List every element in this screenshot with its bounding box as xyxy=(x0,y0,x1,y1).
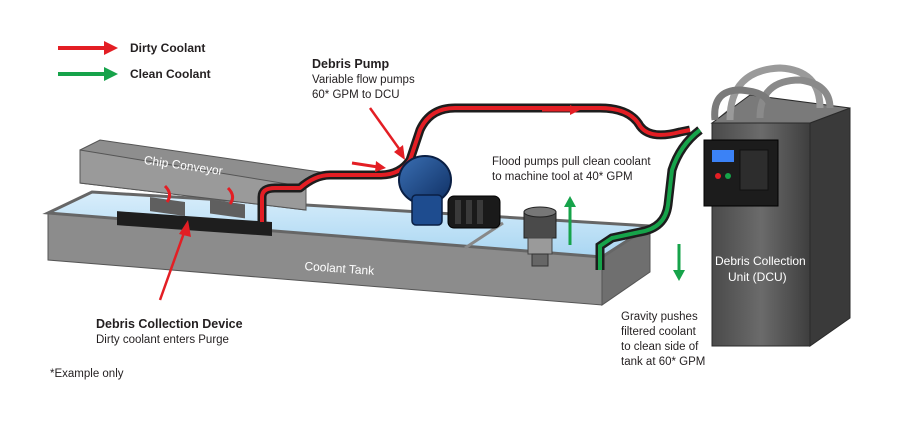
dirty-flow-arrow-icon-top xyxy=(542,105,580,115)
gravity-callout-line1: Gravity pushes xyxy=(621,311,698,323)
clean-flow-arrow-up-icon xyxy=(564,196,576,245)
legend-clean-coolant-label: Clean Coolant xyxy=(130,67,211,81)
red-indicator-icon xyxy=(715,173,721,179)
dirty-coolant-arrow-icon xyxy=(58,41,118,55)
clean-flow-arrow-down-icon xyxy=(673,244,685,281)
dcu-label-line1: Debris Collection xyxy=(715,254,806,268)
dcu-label-line2: Unit (DCU) xyxy=(728,270,787,284)
clean-coolant-pipe-fill xyxy=(598,128,702,270)
conveyor-slot-1 xyxy=(150,197,185,217)
flow-arrows xyxy=(351,105,685,281)
tank-water xyxy=(48,192,650,257)
debris-pump-line1: Variable flow pumps xyxy=(312,74,415,86)
collection-device-line1: Dirty coolant enters Purge xyxy=(96,334,229,346)
debris-collection-device xyxy=(117,211,272,237)
footnote: *Example only xyxy=(50,368,124,380)
flood-callout-line2: to machine tool at 40* GPM xyxy=(492,171,633,183)
gravity-callout-line4: tank at 60* GPM xyxy=(621,356,706,368)
flood-pump xyxy=(523,206,557,267)
collection-device-title: Debris Collection Device xyxy=(96,317,243,331)
legend xyxy=(58,41,118,81)
pointer-arrow-debris-pump xyxy=(368,107,405,160)
dcu-hose-3 xyxy=(711,86,774,121)
debris-pump-line2: 60* GPM to DCU xyxy=(312,89,400,101)
debris-pump xyxy=(398,155,501,229)
gravity-callout-line3: to clean side of xyxy=(621,341,699,353)
gravity-callout-line2: filtered coolant xyxy=(621,326,696,338)
conveyor-flow-arrow-icon-2 xyxy=(226,186,235,205)
coolant-tank xyxy=(42,190,655,306)
pointer-arrow-collection-device xyxy=(158,220,191,301)
dcu-control-panel xyxy=(703,139,779,207)
clean-coolant-arrow-icon xyxy=(58,67,118,81)
flood-callout-line1: Flood pumps pull clean coolant xyxy=(492,156,651,168)
green-indicator-icon xyxy=(725,173,731,179)
debris-collection-unit xyxy=(703,64,851,347)
dirty-flow-arrow-icon-pump xyxy=(351,161,386,172)
debris-pump-title: Debris Pump xyxy=(312,57,390,71)
conveyor-slot-2 xyxy=(210,199,245,219)
conveyor-flow-arrow-icon xyxy=(163,184,172,203)
legend-dirty-coolant-label: Dirty Coolant xyxy=(130,41,206,55)
